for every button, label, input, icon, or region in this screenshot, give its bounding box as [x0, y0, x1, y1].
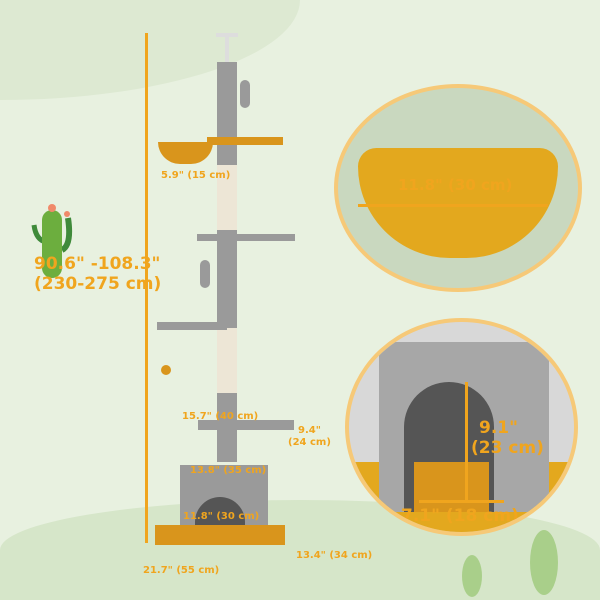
hammock-width-label: 11.8" (30 cm): [398, 176, 513, 194]
post: [217, 62, 237, 462]
sisal-section: [217, 165, 237, 230]
height-dimension-line: [145, 33, 148, 543]
condo-detail-image: 9.1" (23 cm) 7.1" (18 cm): [345, 318, 578, 536]
leaf-decoration: [530, 530, 558, 595]
condo-height-label: 11.8" (30 cm): [183, 511, 260, 522]
platform: [198, 420, 294, 430]
platform-depth-in-label: 9.4": [298, 425, 321, 436]
base: [155, 525, 285, 545]
ceiling-mount: [216, 33, 238, 37]
cactus-icon: [31, 204, 73, 278]
door-height-cm-label: (23 cm): [471, 438, 544, 458]
total-height-label: 90.6" -108.3": [34, 254, 161, 274]
condo-width-label: 13.8" (35 cm): [190, 465, 267, 476]
hammock-detail-image: 11.8" (30 cm): [334, 84, 582, 292]
door-height-in-label: 9.1": [479, 418, 518, 438]
hammock-depth-label: 5.9" (15 cm): [161, 170, 231, 181]
hanging-toy: [161, 365, 171, 375]
cactus-arm: [240, 80, 250, 108]
hammock: [158, 142, 213, 164]
platform: [197, 234, 295, 241]
top-platform: [207, 137, 283, 145]
platform-depth-cm-label: (24 cm): [288, 437, 331, 448]
leaf-decoration: [462, 555, 482, 597]
platform: [157, 322, 227, 330]
background-blob: [0, 0, 300, 100]
ceiling-rod: [225, 36, 229, 64]
platform-width-label: 15.7" (40 cm): [182, 411, 259, 422]
base-depth-label: 13.4" (34 cm): [296, 550, 373, 561]
total-height-cm-label: (230-275 cm): [34, 274, 162, 294]
sisal-section: [217, 328, 237, 393]
base-width-label: 21.7" (55 cm): [143, 565, 220, 576]
door-width-label: 7.1" (18 cm): [401, 506, 519, 526]
cactus-arm: [200, 260, 210, 288]
